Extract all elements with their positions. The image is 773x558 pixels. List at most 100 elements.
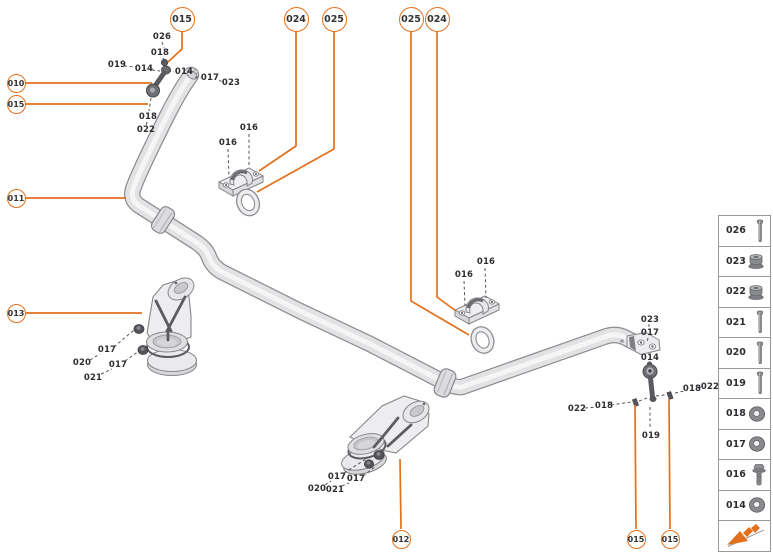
dashed-leader xyxy=(167,70,175,73)
part-label-023: 023 xyxy=(640,315,660,325)
callout-015[interactable]: 015 xyxy=(6,94,26,114)
dashed-leader xyxy=(655,394,666,397)
part-label-026: 026 xyxy=(152,32,172,42)
nav-arrow-icon xyxy=(726,524,766,548)
callout-025[interactable]: 025 xyxy=(321,6,347,32)
legend-row-023[interactable]: 023 xyxy=(719,247,770,277)
callout-011[interactable]: 011 xyxy=(6,188,26,208)
dashed-leader xyxy=(484,267,487,299)
dashed-leader xyxy=(113,329,135,348)
dashed-leader xyxy=(151,69,161,72)
washer-icon xyxy=(748,436,766,452)
legend-row-026[interactable]: 026 xyxy=(719,216,770,247)
callout-015[interactable]: 015 xyxy=(169,6,195,32)
part-label-022: 022 xyxy=(567,404,587,414)
leader-line xyxy=(436,31,457,312)
dashed-leader xyxy=(162,57,166,63)
bracket-left xyxy=(133,277,197,376)
part-label-022: 022 xyxy=(136,125,156,135)
part-label-018: 018 xyxy=(150,48,170,58)
legend-row-020[interactable]: 020 xyxy=(719,338,770,369)
legend-label: 023 xyxy=(726,255,746,267)
part-label-021: 021 xyxy=(325,485,345,495)
part-label-017: 017 xyxy=(108,360,128,370)
leader-line xyxy=(256,31,335,193)
legend-row-017[interactable]: 017 xyxy=(719,430,770,460)
callout-024[interactable]: 024 xyxy=(283,6,309,32)
dashed-leader xyxy=(341,482,350,487)
bar-end-flange xyxy=(626,331,661,356)
flange-nut-icon xyxy=(746,253,766,270)
dashed-leader xyxy=(124,350,140,362)
stabilizer-link-right xyxy=(631,361,674,407)
legend-row-016[interactable]: 016 xyxy=(719,460,770,491)
part-label-017: 017 xyxy=(346,474,366,484)
leader-line xyxy=(167,31,183,63)
legend-row-022[interactable]: 022 xyxy=(719,277,770,308)
part-label-017: 017 xyxy=(200,73,220,83)
stabilizer-link-left xyxy=(146,58,171,98)
bar-clamp-right xyxy=(453,294,501,326)
dashed-leader xyxy=(697,386,703,389)
washer-icon xyxy=(748,406,766,422)
legend-row-021[interactable]: 021 xyxy=(719,308,770,338)
bolt-long-icon xyxy=(754,219,766,243)
dashed-leader xyxy=(638,397,648,402)
callout-012[interactable]: 012 xyxy=(391,529,411,549)
bolt-long-icon xyxy=(754,341,766,365)
leader-line xyxy=(258,31,297,172)
callout-015[interactable]: 015 xyxy=(660,529,680,549)
stabilizer-bar xyxy=(124,66,651,396)
dashed-leader xyxy=(123,65,137,68)
bolt-hex-flange-icon xyxy=(752,463,766,487)
bushing-collar-right xyxy=(433,368,457,398)
flange-nut-icon xyxy=(746,284,766,300)
washer-icon xyxy=(748,497,766,513)
bolt-long-icon xyxy=(754,310,766,334)
bushing-collar-left xyxy=(150,206,176,234)
part-label-014: 014 xyxy=(640,353,660,363)
dashed-leader xyxy=(218,79,223,83)
dashed-leader xyxy=(89,353,101,361)
callout-024[interactable]: 024 xyxy=(424,6,450,32)
legend-label: 014 xyxy=(726,499,746,511)
part-label-016: 016 xyxy=(239,123,259,133)
legend-label: 017 xyxy=(726,438,746,450)
dashed-leader xyxy=(148,97,152,112)
leader-line xyxy=(634,404,637,530)
callout-013[interactable]: 013 xyxy=(6,303,26,323)
part-label-020: 020 xyxy=(72,358,92,368)
legend-nav-row[interactable] xyxy=(719,521,770,551)
callout-025[interactable]: 025 xyxy=(398,6,424,32)
part-label-016: 016 xyxy=(218,138,238,148)
legend-row-014[interactable]: 014 xyxy=(719,491,770,521)
leader-line xyxy=(668,398,671,530)
part-label-018: 018 xyxy=(594,401,614,411)
legend-label: 020 xyxy=(726,347,746,359)
part-label-019: 019 xyxy=(107,60,127,70)
callout-015[interactable]: 015 xyxy=(626,529,646,549)
part-label-017: 017 xyxy=(640,328,660,338)
legend-label: 016 xyxy=(726,469,746,481)
dashed-leader xyxy=(646,337,649,344)
legend-row-018[interactable]: 018 xyxy=(719,399,770,430)
legend-label: 019 xyxy=(726,377,746,389)
dashed-leader xyxy=(324,480,332,486)
dashed-leader xyxy=(610,401,632,406)
bolt-long-icon xyxy=(754,371,766,395)
dashed-leader xyxy=(161,41,165,49)
dashed-leader xyxy=(362,465,377,477)
dashed-leader-lines xyxy=(89,41,703,487)
part-label-016: 016 xyxy=(454,270,474,280)
part-label-014: 014 xyxy=(134,64,154,74)
callout-010[interactable]: 010 xyxy=(6,73,26,93)
legend-row-019[interactable]: 019 xyxy=(719,369,770,399)
dashed-leader xyxy=(145,121,148,127)
dashed-leader xyxy=(463,280,466,307)
dashed-leader xyxy=(194,76,202,79)
legend-label: 018 xyxy=(726,408,746,420)
part-label-023: 023 xyxy=(221,78,241,88)
part-label-017: 017 xyxy=(97,345,117,355)
